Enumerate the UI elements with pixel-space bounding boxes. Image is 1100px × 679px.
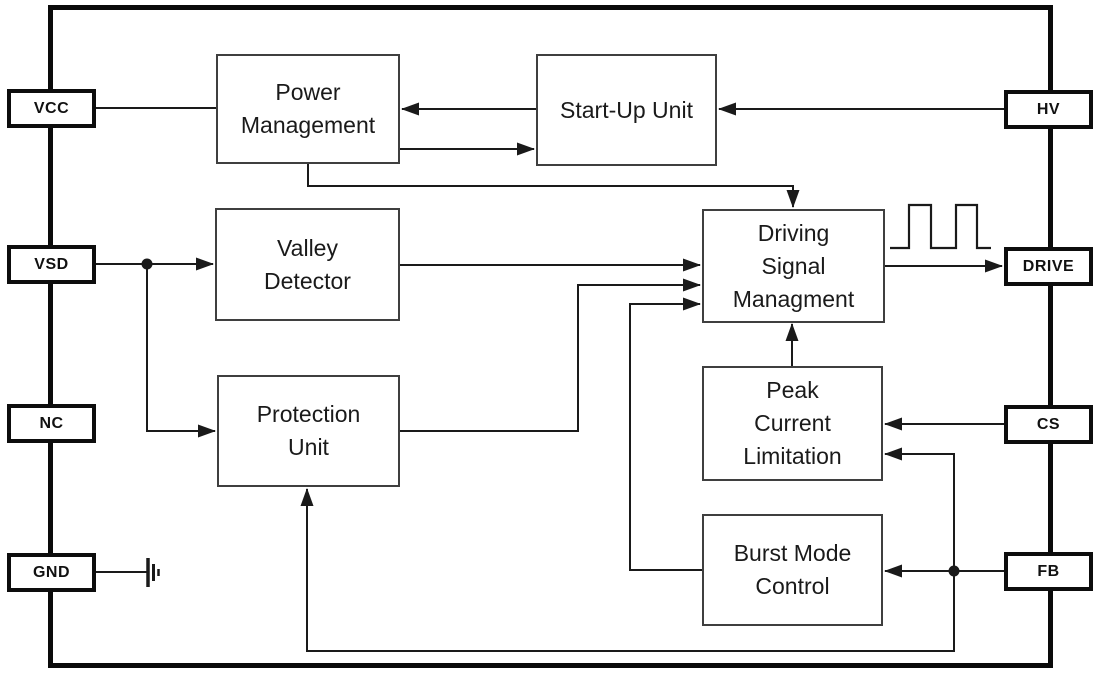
pin-cs: CS	[1004, 405, 1093, 444]
wire-burst-to-dsm	[629, 297, 702, 571]
block-label: Peak Current Limitation	[743, 377, 842, 469]
pin-nc: NC	[7, 404, 96, 443]
block-label: Power Management	[240, 79, 376, 138]
block-label: Protection Unit	[256, 401, 361, 460]
block-peak-current-limitation: Peak Current Limitation	[702, 366, 883, 481]
pwm-waveform-icon	[890, 203, 991, 250]
pin-vcc: VCC	[7, 89, 96, 128]
pin-label: NC	[39, 414, 64, 432]
pin-label: FB	[1037, 562, 1060, 580]
pin-hv: HV	[1004, 90, 1093, 129]
block-driving-signal-management: Driving Signal Managment	[702, 209, 885, 323]
pin-label: GND	[32, 563, 71, 581]
wire-fb-to-peak	[884, 447, 955, 571]
wire-protection-to-dsm	[400, 278, 701, 432]
block-power-management: Power Management	[216, 54, 400, 164]
wire-vsd-to-protection-unit	[146, 264, 216, 438]
block-label: Burst Mode Control	[733, 540, 852, 599]
chip-boundary	[48, 5, 1053, 668]
block-label: Valley Detector	[264, 234, 351, 294]
pin-label: HV	[1036, 100, 1061, 118]
block-startup-unit: Start-Up Unit	[536, 54, 717, 166]
block-protection-unit: Protection Unit	[217, 375, 400, 487]
junction-dot-fb	[948, 565, 960, 577]
wire-fb-to-protection	[300, 488, 955, 652]
block-label: Driving Signal Managment	[732, 219, 855, 312]
pin-drive: DRIVE	[1004, 247, 1093, 286]
wire-power-management-to-dsm	[307, 164, 800, 208]
pin-fb: FB	[1004, 552, 1093, 591]
pin-gnd: GND	[7, 553, 96, 592]
block-burst-mode-control: Burst Mode Control	[702, 514, 883, 626]
pin-label: VCC	[33, 99, 70, 117]
pin-label: VSD	[34, 255, 69, 273]
pin-label: CS	[1036, 415, 1061, 433]
junction-dot-vsd	[141, 258, 153, 270]
ground-icon	[146, 558, 160, 587]
pin-label: DRIVE	[1022, 257, 1075, 275]
pin-vsd: VSD	[7, 245, 96, 284]
block-label: Start-Up Unit	[560, 96, 693, 123]
block-valley-detector: Valley Detector	[215, 208, 400, 321]
